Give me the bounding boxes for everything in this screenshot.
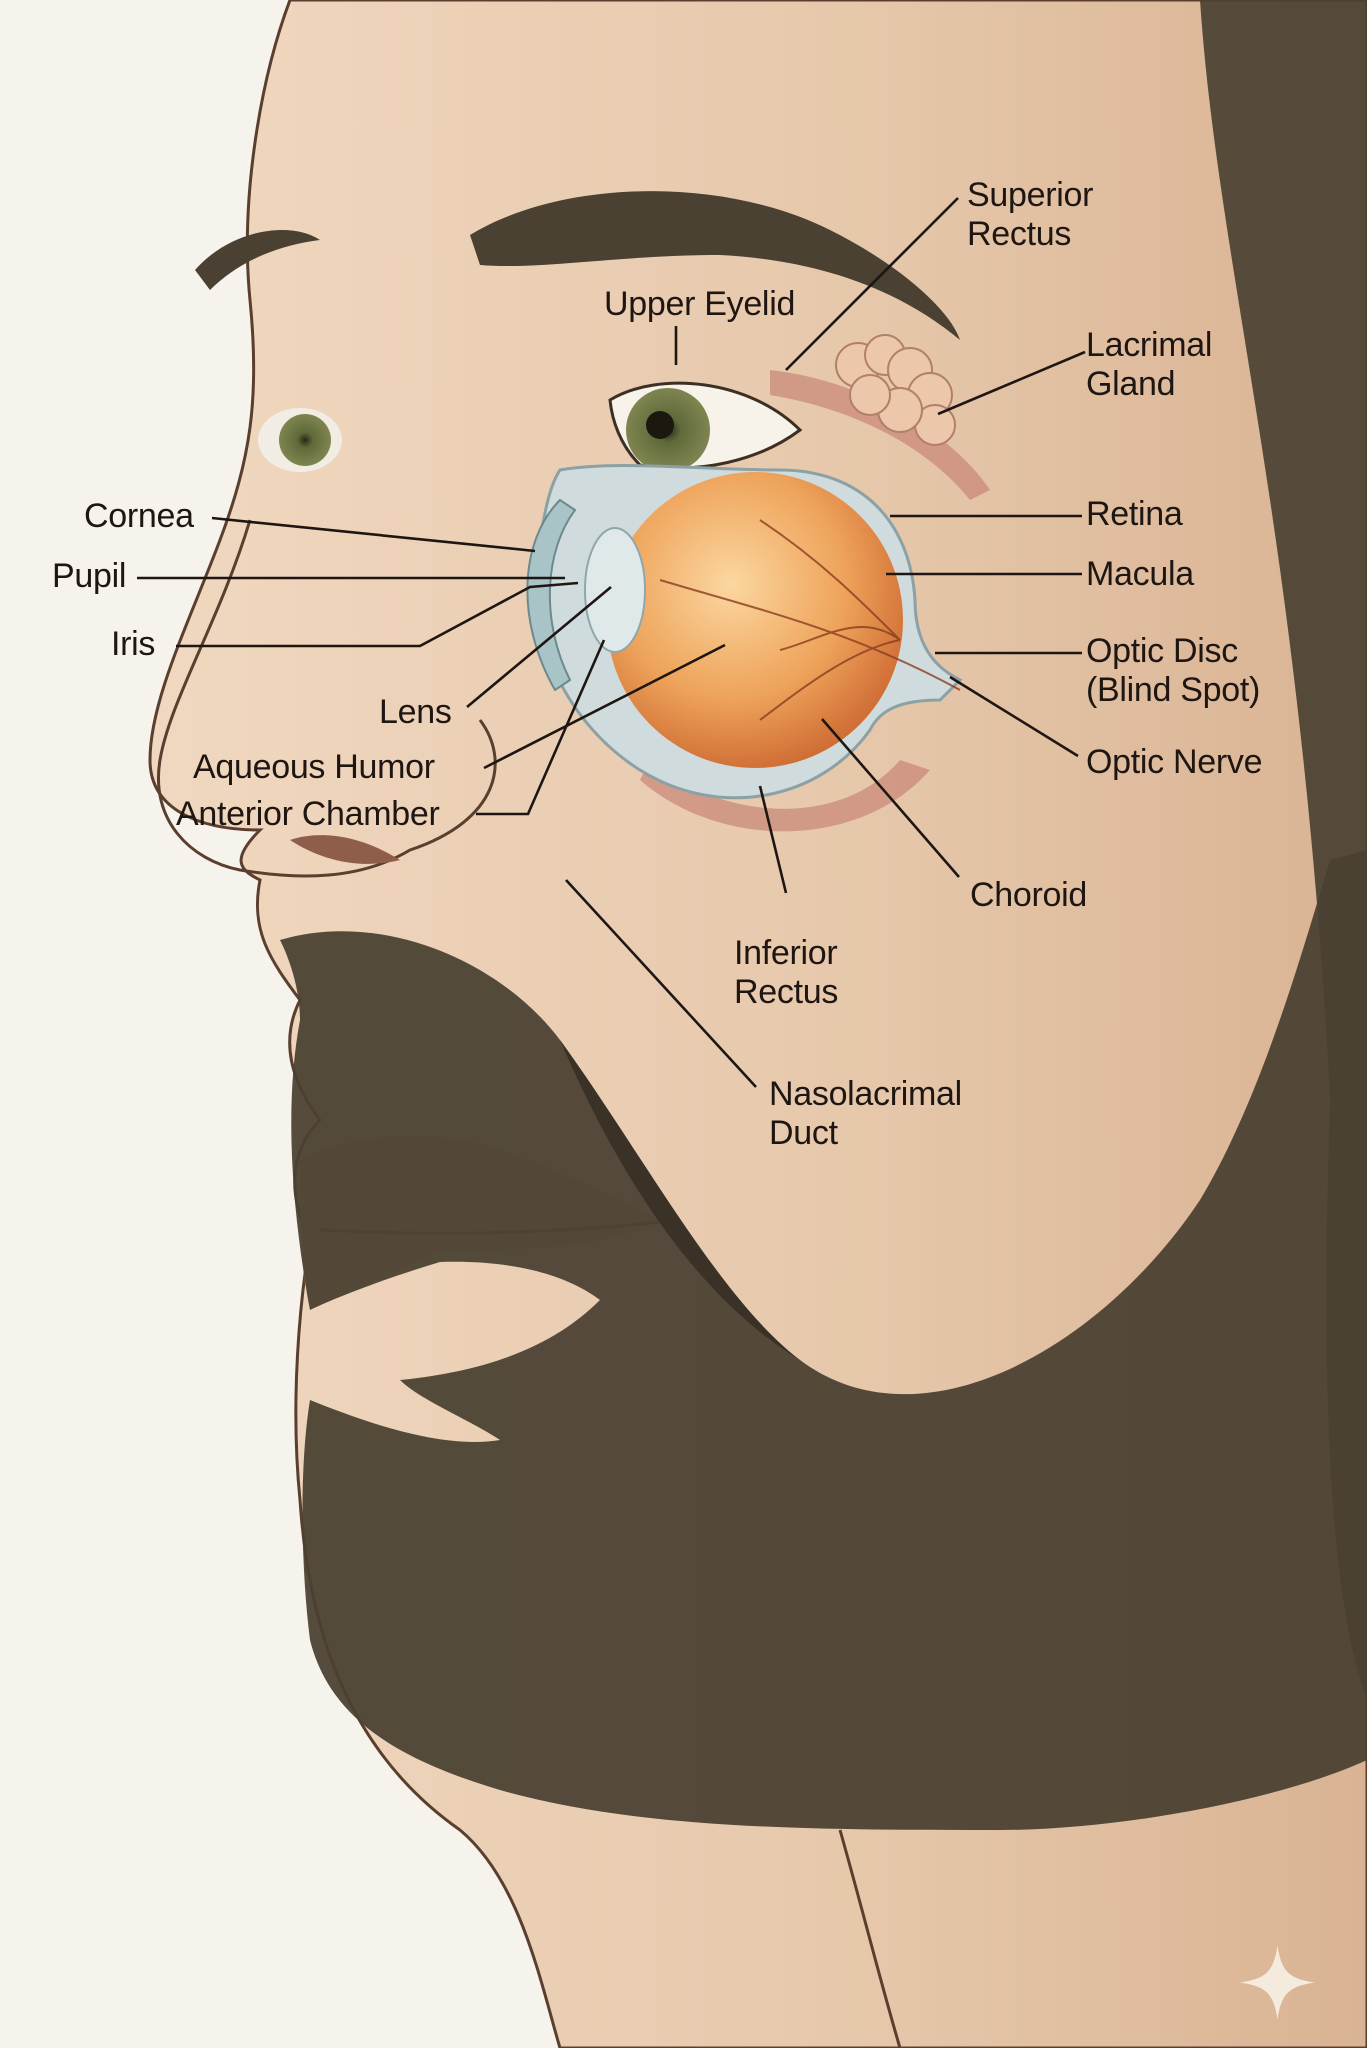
label-optic-disc: Optic Disc (Blind Spot) <box>1086 632 1260 710</box>
leader-anterior-chamber <box>476 639 606 816</box>
label-aqueous-humor: Aqueous Humor <box>193 748 435 786</box>
leader-optic-nerve <box>949 675 1079 758</box>
label-line-2: Duct <box>769 1114 838 1152</box>
nostril <box>290 835 400 864</box>
label-line-1: Inferior <box>734 934 838 972</box>
label-line-2: Rectus <box>967 215 1072 253</box>
label-retina: Retina <box>1086 495 1183 533</box>
lacrimal-gland <box>835 334 956 446</box>
label-anterior-chamber: Anterior Chamber <box>176 795 440 833</box>
label-optic-nerve: Optic Nerve <box>1086 743 1263 781</box>
beard <box>280 850 1367 1830</box>
label-upper-eyelid: Upper Eyelid <box>604 285 796 323</box>
label-inferior-rectus: Inferior Rectus <box>734 934 838 1012</box>
label-lens: Lens <box>379 693 452 731</box>
neck-line <box>838 1829 902 2048</box>
label-line-2: Gland <box>1086 365 1176 403</box>
leader-choroid <box>821 718 960 878</box>
leader-nasolacrimal-duct <box>565 879 757 1088</box>
near-eyebrow <box>470 191 960 340</box>
label-lacrimal-gland: Lacrimal Gland <box>1086 326 1212 404</box>
label-nasolacrimal-duct: Nasolacrimal Duct <box>769 1075 962 1153</box>
lens <box>584 527 646 653</box>
leader-inferior-rectus <box>758 785 788 894</box>
leader-lines <box>137 197 1086 1088</box>
nose <box>157 519 497 878</box>
label-pupil: Pupil <box>52 557 127 595</box>
leader-lacrimal-gland <box>937 350 1086 416</box>
inferior-rectus-muscle <box>640 760 930 832</box>
leader-superior-rectus <box>785 197 959 371</box>
label-cornea: Cornea <box>84 497 194 535</box>
hair <box>1200 0 1367 1700</box>
label-superior-rectus: Superior Rectus <box>967 176 1093 254</box>
label-line-1: Nasolacrimal <box>769 1075 962 1113</box>
label-line-2: Rectus <box>734 973 839 1011</box>
sparkle-icon <box>1240 1945 1315 2020</box>
label-line-2: (Blind Spot) <box>1086 671 1261 709</box>
superior-rectus-muscle <box>770 370 990 500</box>
leader-aqueous-humor <box>483 643 726 770</box>
label-iris: Iris <box>111 625 156 663</box>
label-macula: Macula <box>1086 555 1194 593</box>
leader-iris <box>176 581 579 648</box>
label-line-1: Superior <box>967 176 1094 214</box>
leader-lens <box>466 586 612 708</box>
far-eyebrow <box>195 230 320 290</box>
label-line-1: Optic Disc <box>1086 632 1238 670</box>
eyeball-interior <box>607 472 903 768</box>
label-choroid: Choroid <box>970 876 1087 914</box>
label-line-1: Lacrimal <box>1086 326 1213 364</box>
leader-cornea <box>211 516 536 553</box>
